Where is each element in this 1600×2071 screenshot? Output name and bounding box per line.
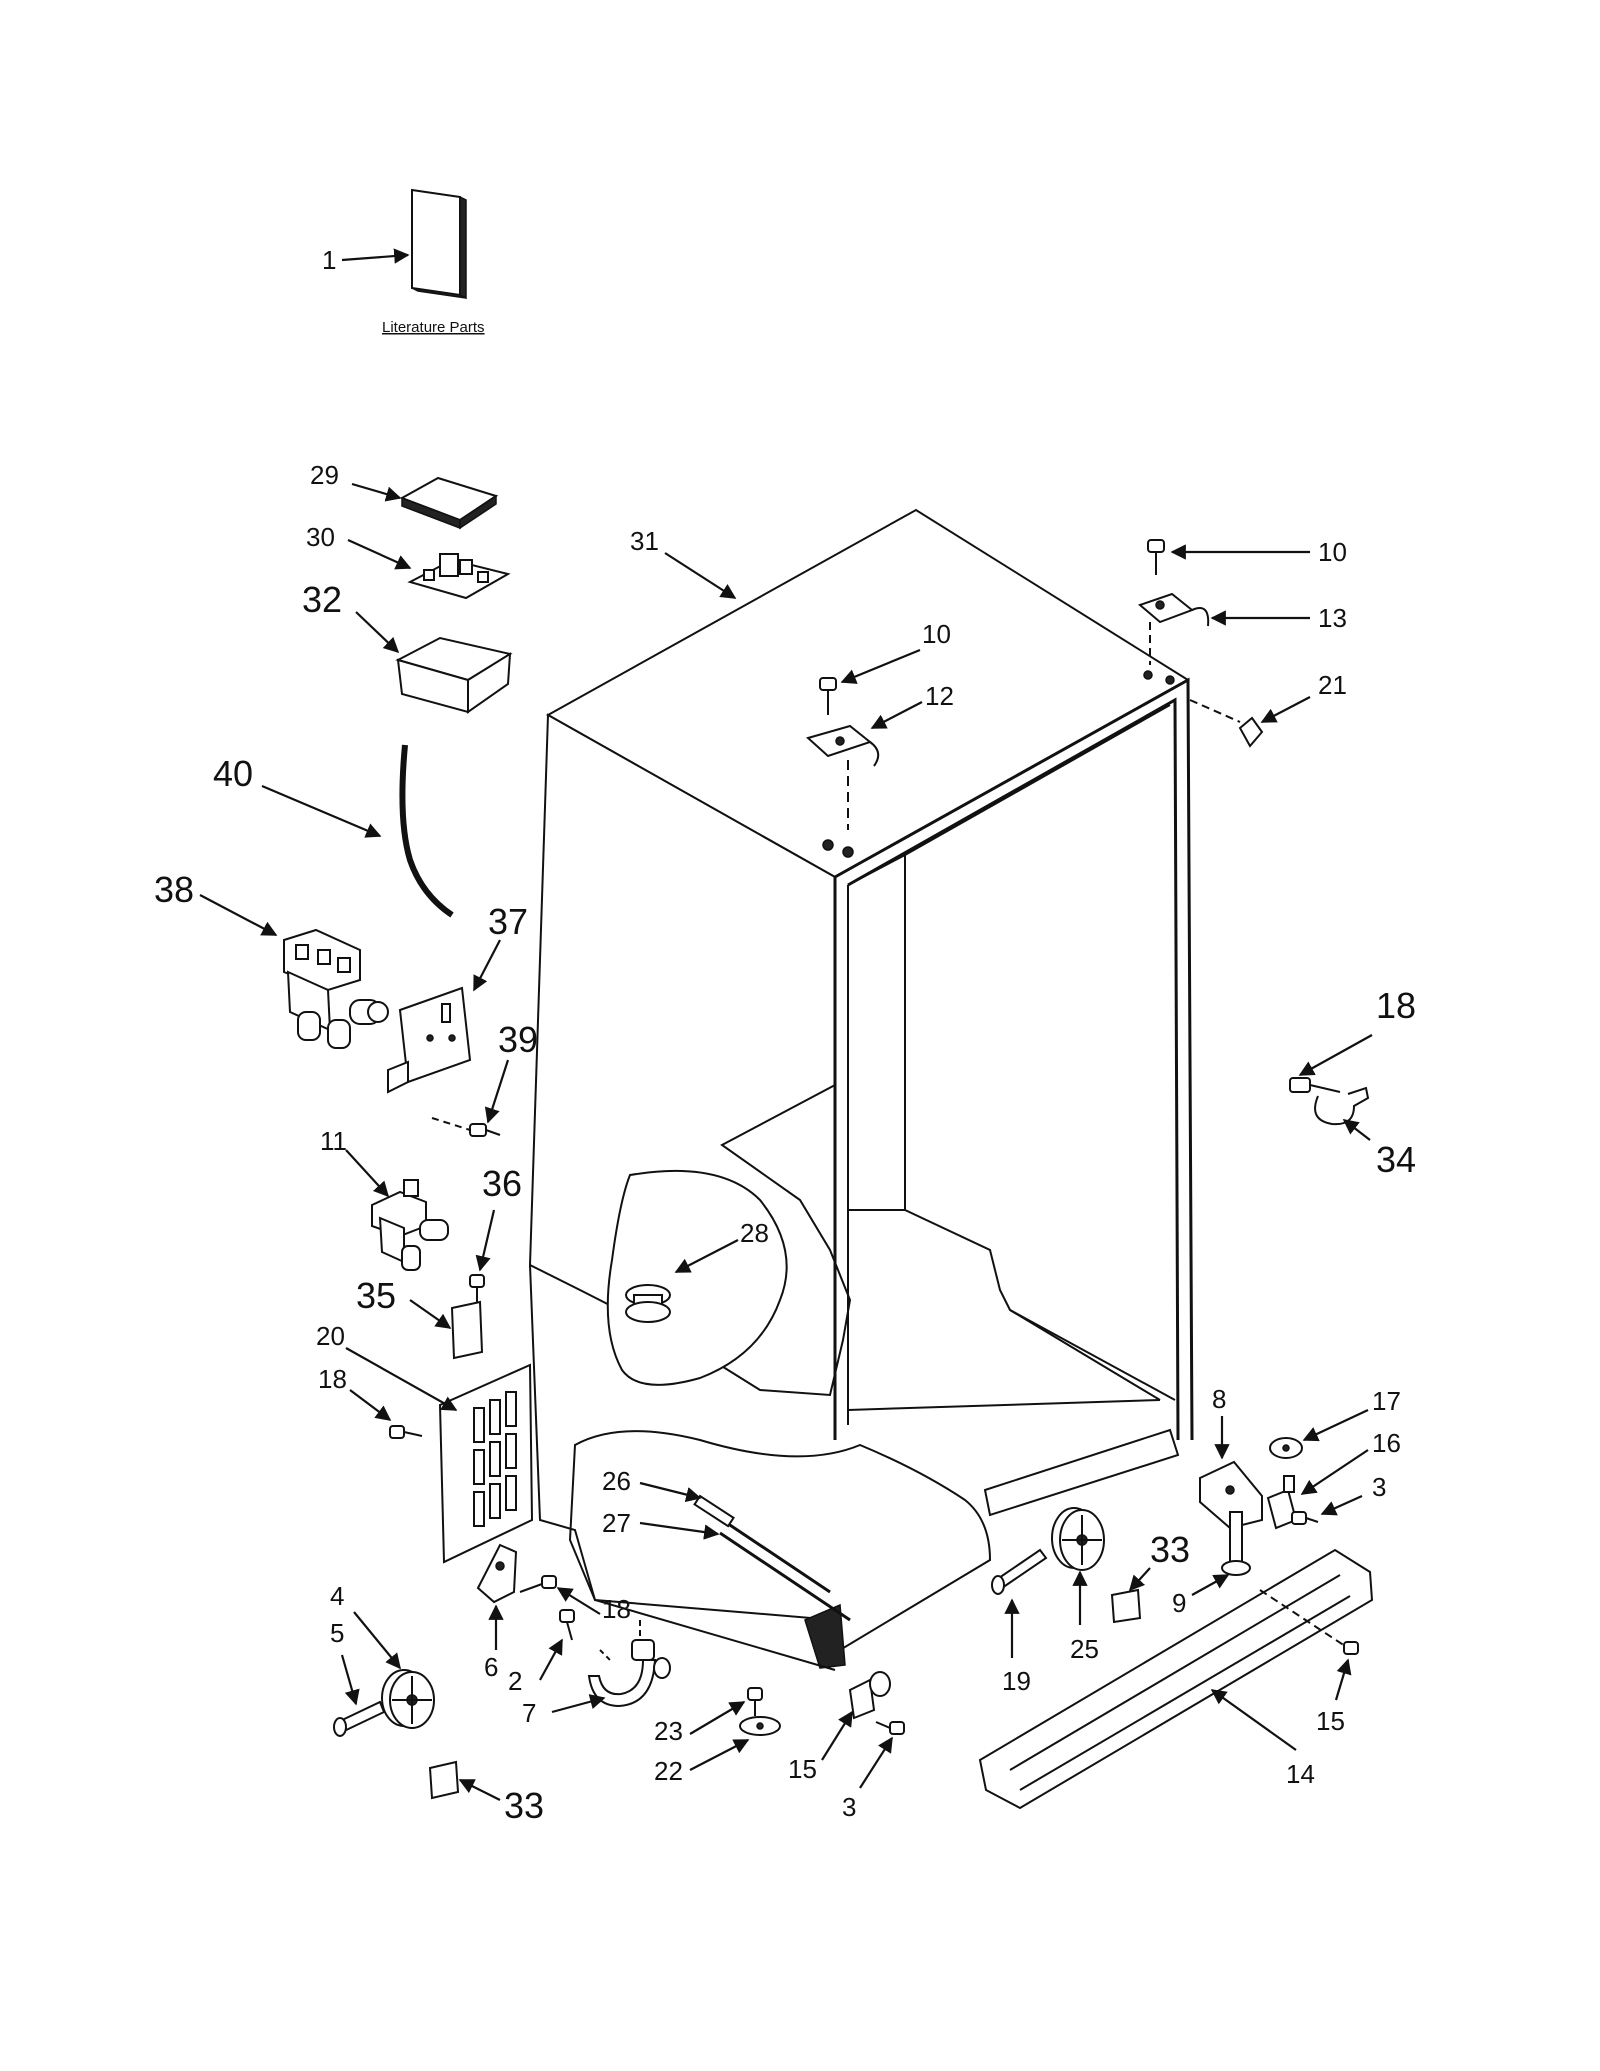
part-35-plate bbox=[450, 1300, 484, 1360]
part-28-grommet bbox=[625, 1284, 671, 1323]
callout-17: 17 bbox=[1372, 1386, 1401, 1416]
part-32-housing bbox=[395, 636, 513, 714]
part-4-roller-left bbox=[381, 1669, 435, 1729]
callout-16: 16 bbox=[1372, 1428, 1401, 1458]
callout-8: 8 bbox=[1212, 1384, 1226, 1414]
screw-10-right bbox=[1147, 539, 1165, 575]
callout-39: 39 bbox=[498, 1019, 538, 1060]
part-21-clip bbox=[1189, 699, 1264, 748]
callout-26: 26 bbox=[602, 1466, 631, 1496]
callout-15: 15 bbox=[788, 1754, 817, 1784]
callout-37: 37 bbox=[488, 901, 528, 942]
part-19-bracket bbox=[476, 1543, 518, 1604]
top-hinge-right bbox=[1138, 592, 1210, 685]
callout-30: 30 bbox=[306, 522, 335, 552]
callout-31: 31 bbox=[630, 526, 659, 556]
part-18-screw-bottom bbox=[519, 1575, 557, 1593]
callout-40: 40 bbox=[213, 753, 253, 794]
top-hinge-left bbox=[805, 724, 880, 858]
part-5-pin-left bbox=[333, 1700, 386, 1737]
part-17-washer bbox=[1269, 1437, 1303, 1459]
literature-booklet bbox=[411, 188, 467, 300]
part-25-screw bbox=[559, 1609, 575, 1641]
callout-10-right: 10 bbox=[1318, 537, 1347, 567]
callout-4: 4 bbox=[330, 1581, 344, 1611]
part-6-pin-right bbox=[991, 1548, 1048, 1595]
callout-27: 27 bbox=[602, 1508, 631, 1538]
callout-33-right: 33 bbox=[1150, 1529, 1190, 1570]
callout-22: 14 bbox=[1286, 1759, 1315, 1789]
callout-14: 15 bbox=[1316, 1706, 1345, 1736]
callout-36: 36 bbox=[482, 1163, 522, 1204]
callout-13: 13 bbox=[1318, 603, 1347, 633]
callout-9: 9 bbox=[1172, 1588, 1186, 1618]
callout-3-bottom: 3 bbox=[842, 1792, 856, 1822]
callout-3-right: 3 bbox=[1372, 1472, 1386, 1502]
callout-5: 5 bbox=[330, 1618, 344, 1648]
callout-35: 35 bbox=[356, 1275, 396, 1316]
part-3-screw-right bbox=[1291, 1511, 1319, 1525]
callout-28: 28 bbox=[740, 1218, 769, 1248]
cabinet bbox=[528, 508, 1194, 1671]
part-7-drain-hose bbox=[587, 1620, 671, 1708]
part-38-water-valve bbox=[283, 928, 389, 1049]
part-3-screw-bottom bbox=[875, 1721, 905, 1735]
part-33-pad-left bbox=[428, 1760, 460, 1800]
part-8-bottom-hinge bbox=[1199, 1460, 1263, 1530]
part-14-screw bbox=[1343, 1641, 1359, 1655]
callout-29: 29 bbox=[310, 460, 339, 490]
part-23-screw bbox=[747, 1687, 763, 1716]
screw-10-left bbox=[819, 677, 837, 715]
part-20-vent-panel bbox=[438, 1363, 534, 1564]
part-29-cover bbox=[399, 476, 499, 530]
callout-33-left: 33 bbox=[504, 1785, 544, 1826]
callout-18-left: 18 bbox=[318, 1364, 347, 1394]
callout-18-right: 18 bbox=[1376, 985, 1416, 1026]
callout-32: 32 bbox=[302, 579, 342, 620]
callout-6: 19 bbox=[1002, 1666, 1031, 1696]
part-18-screw-left bbox=[389, 1425, 423, 1439]
part-27-rod bbox=[719, 1531, 851, 1622]
callout-2: 25 bbox=[1070, 1634, 1099, 1664]
callout-34: 34 bbox=[1376, 1139, 1416, 1180]
callout-12: 12 bbox=[925, 681, 954, 711]
callout-21: 21 bbox=[1318, 670, 1347, 700]
literature-parts-caption: Literature Parts bbox=[382, 319, 485, 336]
part-33-pad-right bbox=[1110, 1588, 1142, 1624]
part-36-screw bbox=[469, 1274, 485, 1302]
callout-25: 2 bbox=[508, 1666, 522, 1696]
callout-10-left: 10 bbox=[922, 619, 951, 649]
part-24-foot bbox=[739, 1716, 781, 1736]
callout-1: 1 bbox=[322, 245, 336, 275]
part-30-circuit-board bbox=[407, 553, 511, 600]
part-2-roller-right bbox=[1051, 1507, 1105, 1571]
part-22-base-grille bbox=[978, 1548, 1374, 1810]
part-15-bracket bbox=[848, 1671, 891, 1720]
callout-23: 23 bbox=[654, 1716, 683, 1746]
callout-19: 6 bbox=[484, 1652, 498, 1682]
part-40-tube bbox=[399, 744, 454, 918]
callout-18-bottom: 18 bbox=[602, 1594, 631, 1624]
part-39-screw bbox=[431, 1117, 501, 1137]
callout-38: 38 bbox=[154, 869, 194, 910]
callout-7: 7 bbox=[522, 1698, 536, 1728]
part-34-clamp bbox=[1289, 1077, 1370, 1126]
callout-11: 11 bbox=[320, 1126, 347, 1156]
callout-20: 20 bbox=[316, 1321, 345, 1351]
part-11-valve bbox=[371, 1179, 449, 1271]
callout-24: 22 bbox=[654, 1756, 683, 1786]
part-37-bracket bbox=[387, 986, 472, 1094]
part-9-leveler bbox=[1221, 1511, 1251, 1576]
